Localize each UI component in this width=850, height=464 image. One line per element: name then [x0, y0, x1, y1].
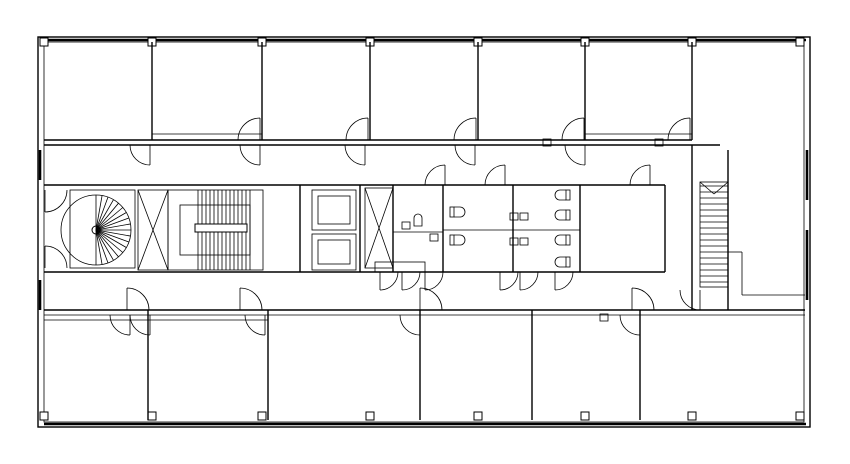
sink-icon [519, 237, 529, 246]
toilet [413, 213, 423, 227]
door-swing [129, 144, 151, 166]
toilet-bowl [554, 234, 566, 246]
door-swing [344, 144, 366, 166]
spiral-stair-tread [95, 229, 124, 253]
shaft-x [137, 189, 169, 271]
toilet-tank [565, 189, 571, 201]
toilet-bowl [454, 206, 466, 218]
spiral-stair-tread [95, 199, 114, 231]
spiral-stair-tread [95, 202, 119, 231]
doors [44, 117, 701, 336]
spiral-stair-tread [95, 223, 131, 231]
door-swing [345, 117, 369, 141]
column [687, 411, 697, 421]
spiral-stair-tread [95, 195, 103, 231]
exterior-wall [37, 36, 811, 428]
door-swing [239, 287, 263, 311]
column [39, 37, 49, 47]
sink-icon [599, 313, 609, 322]
door-swing [237, 117, 261, 141]
spiral-stair-tread [95, 229, 130, 243]
door-swing [667, 117, 691, 141]
spiral-stair-tread [95, 196, 109, 231]
door-swing [564, 144, 586, 166]
toilet-bowl [554, 189, 566, 201]
spiral-stair-tread [95, 229, 127, 248]
toilet-tank [565, 234, 571, 246]
sink-icon [429, 233, 439, 242]
toilet-tank [449, 206, 455, 218]
partition [374, 261, 426, 273]
elevator [311, 233, 357, 271]
door-swing [109, 314, 131, 336]
door-swing [453, 117, 477, 141]
spiral-stair-tread [95, 217, 130, 231]
stair-core [167, 189, 264, 271]
spiral-stair-room [69, 189, 136, 269]
walls [37, 36, 811, 428]
door-swing [379, 271, 399, 291]
column [365, 411, 375, 421]
door-swing [401, 271, 421, 291]
door-swing [424, 164, 446, 186]
toilet-tank [565, 209, 571, 221]
stair-landing [194, 223, 248, 233]
door-swing [499, 271, 519, 291]
door-swing [399, 314, 421, 336]
sink-icon [509, 237, 519, 246]
column [795, 37, 805, 47]
exterior-wall-inner [43, 41, 805, 423]
door-swing [454, 144, 476, 166]
sink-icon [542, 138, 552, 147]
door-swing [629, 164, 651, 186]
fixtures [60, 138, 664, 322]
door-swing [561, 117, 585, 141]
spiral-stair-tread [95, 207, 124, 231]
column [473, 411, 483, 421]
sink-icon [509, 212, 519, 221]
sink-icon [654, 138, 664, 147]
door-swing [244, 314, 266, 336]
door-swing [484, 164, 506, 186]
column [795, 411, 805, 421]
column [39, 411, 49, 421]
door-swing [679, 289, 701, 311]
door-swing [239, 144, 261, 166]
elevator-car [317, 239, 351, 265]
toilet-bowl [554, 256, 566, 268]
stair-arrow [713, 181, 729, 195]
column [147, 411, 157, 421]
spiral-stair-tread [95, 229, 109, 264]
sink-icon [519, 212, 529, 221]
elevator [311, 189, 357, 231]
door-swing [44, 245, 68, 269]
door-swing [424, 271, 444, 291]
toilet-bowl [554, 209, 566, 221]
shaft-x [364, 187, 394, 269]
door-swing [44, 189, 68, 213]
door-swing [554, 271, 574, 291]
spiral-stair-tread [95, 229, 103, 265]
spiral-stair-tread [95, 212, 127, 231]
door-swing [619, 314, 641, 336]
toilet-bowl [454, 234, 466, 246]
stair [699, 181, 729, 288]
door-swing [419, 287, 443, 311]
column [580, 411, 590, 421]
toilet-tank [449, 234, 455, 246]
toilet-tank [565, 256, 571, 268]
elevator-car [317, 195, 351, 225]
column [257, 411, 267, 421]
door-swing [631, 287, 655, 311]
door-swing [129, 314, 151, 336]
stair-arrow [699, 181, 715, 195]
door-swing [519, 271, 539, 291]
door-swing [126, 287, 150, 311]
spiral-stair-tread [95, 229, 114, 261]
sink-icon [401, 221, 411, 230]
spiral-stair-tread [95, 229, 119, 258]
spiral-stair-tread [95, 229, 131, 237]
